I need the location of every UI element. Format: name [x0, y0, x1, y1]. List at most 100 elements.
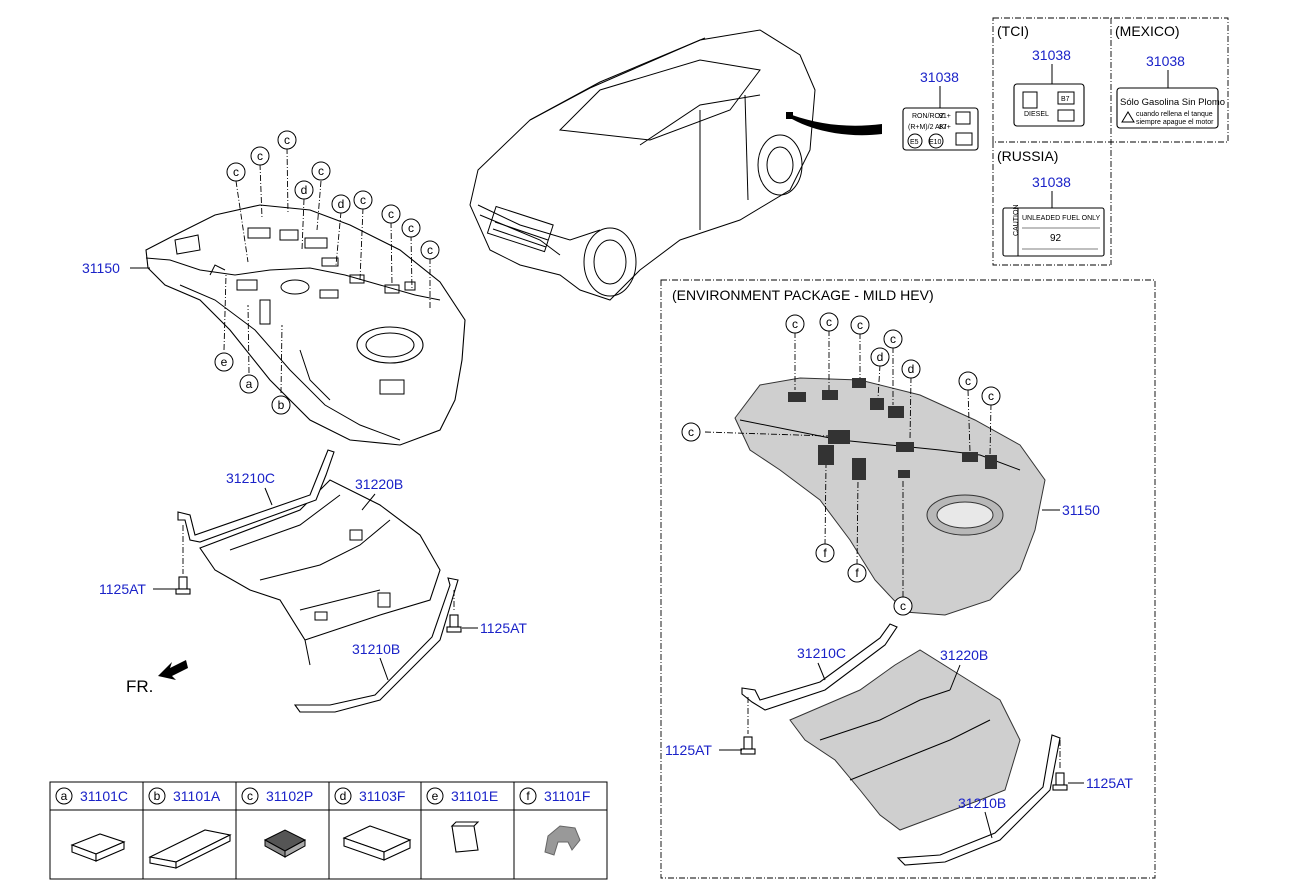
front-label: FR.	[126, 677, 153, 696]
svg-text:d: d	[908, 362, 915, 376]
part-number-31220b-hev[interactable]: 31220B	[940, 647, 988, 663]
part-number-31210b-hev[interactable]: 31210B	[958, 795, 1006, 811]
leader-arrow	[792, 115, 882, 136]
svg-text:E5: E5	[910, 139, 919, 146]
callout-c: c	[850, 315, 870, 335]
svg-text:c: c	[857, 318, 863, 332]
svg-text:d: d	[877, 350, 884, 364]
svg-text:c: c	[826, 315, 832, 329]
env-package-section: (ENVIRONMENT PACKAGE - MILD HEV) 31150	[660, 279, 1156, 879]
svg-text:f: f	[526, 789, 530, 803]
svg-text:cuando rellena el tanque: cuando rellena el tanque	[1136, 111, 1213, 118]
band-31210c-main	[177, 449, 335, 543]
svg-text:c: c	[688, 425, 694, 439]
callout-c: c	[311, 161, 331, 181]
svg-text:87+: 87+	[939, 124, 951, 131]
svg-text:c: c	[360, 193, 366, 207]
mexico-label: (MEXICO)	[1115, 23, 1180, 39]
arrow-icon	[158, 660, 188, 680]
callout-c: c	[277, 130, 297, 150]
vehicle-illustration	[469, 29, 882, 301]
svg-text:c: c	[890, 332, 896, 346]
legend-item-a: a 31101C	[55, 787, 128, 805]
protector-main	[199, 479, 441, 666]
front-direction-indicator: FR.	[126, 660, 188, 696]
svg-text:Sólo Gasolina Sin Plomo: Sólo Gasolina Sin Plomo	[1120, 97, 1225, 108]
legend-shape-a	[70, 833, 126, 862]
fuel-label-main: 31038 RON/ROZ 91+ (R+M)/2 AKI 87+ E5 E10	[902, 69, 979, 151]
part-number-1125at-main-left[interactable]: 1125AT	[99, 581, 146, 597]
legend-part-number[interactable]: 31101C	[80, 788, 128, 804]
svg-text:DIESEL: DIESEL	[1024, 111, 1049, 118]
part-number-31038-mexico[interactable]: 31038	[1146, 53, 1185, 69]
svg-text:RON/ROZ: RON/ROZ	[912, 113, 945, 120]
legend-part-number[interactable]: 31103F	[359, 788, 405, 804]
part-number-1125at-hev-left[interactable]: 1125AT	[665, 742, 712, 758]
callout-c: c	[819, 312, 839, 332]
legend-part-number[interactable]: 31101F	[544, 788, 590, 804]
callout-c: c	[681, 422, 701, 442]
svg-text:e: e	[221, 355, 228, 369]
env-package-label: (ENVIRONMENT PACKAGE - MILD HEV)	[672, 287, 934, 303]
callout-c: c	[250, 146, 270, 166]
callout-d: d	[331, 194, 351, 214]
svg-text:f: f	[823, 546, 827, 560]
legend-item-e: e 31101E	[426, 787, 498, 805]
legend-part-number[interactable]: 31101A	[173, 788, 221, 804]
svg-text:b: b	[278, 398, 285, 412]
svg-text:(R+M)/2 AKI: (R+M)/2 AKI	[908, 124, 946, 131]
callout-c: c	[353, 190, 373, 210]
regional-labels-box: (TCI) (MEXICO) (RUSSIA) 31038 B7 DIESEL …	[992, 17, 1229, 266]
callout-d: d	[294, 180, 314, 200]
callout-c: c	[226, 162, 246, 182]
legend-part-number[interactable]: 31102P	[266, 788, 313, 804]
svg-text:92: 92	[1050, 233, 1062, 244]
fuel-door-icon	[786, 112, 793, 119]
part-number-31038-tci[interactable]: 31038	[1032, 47, 1071, 63]
legend-shape-c	[263, 829, 307, 858]
svg-text:b: b	[154, 789, 161, 803]
callout-a: a	[239, 374, 259, 394]
part-number-1125at-main-right[interactable]: 1125AT	[480, 620, 527, 636]
callout-c: c	[893, 596, 913, 616]
svg-text:UNLEADED FUEL ONLY: UNLEADED FUEL ONLY	[1022, 215, 1101, 222]
bolt-main-left	[175, 525, 191, 595]
part-number-31210b-main[interactable]: 31210B	[352, 641, 400, 657]
svg-text:a: a	[61, 789, 68, 803]
part-number-31150-hev[interactable]: 31150	[1062, 502, 1100, 518]
svg-text:c: c	[388, 207, 394, 221]
callout-e: e	[214, 352, 234, 372]
callout-d: d	[870, 347, 890, 367]
part-labels-main: 31150 31210C 31220B 1125AT 1125AT 31210B	[82, 260, 527, 681]
part-number-31038-russia[interactable]: 31038	[1032, 174, 1071, 190]
part-number-31210c-main[interactable]: 31210C	[226, 470, 275, 486]
part-number-31150-main[interactable]: 31150	[82, 260, 120, 276]
callout-c: c	[401, 218, 421, 238]
callout-d: d	[901, 359, 921, 379]
svg-text:c: c	[257, 149, 263, 163]
part-number-31038-main[interactable]: 31038	[920, 69, 959, 85]
callout-c: c	[420, 240, 440, 260]
svg-text:B7: B7	[1061, 96, 1070, 103]
legend-shape-d	[342, 825, 412, 861]
part-number-31220b-main[interactable]: 31220B	[355, 476, 403, 492]
svg-text:e: e	[432, 789, 439, 803]
svg-text:c: c	[408, 221, 414, 235]
svg-text:c: c	[965, 374, 971, 388]
bolt-main-right	[446, 590, 462, 633]
callout-f: f	[815, 543, 835, 563]
svg-text:siempre apague el motor: siempre apague el motor	[1136, 119, 1214, 126]
part-number-31210c-hev[interactable]: 31210C	[797, 645, 846, 661]
part-number-1125at-hev-right[interactable]: 1125AT	[1086, 775, 1133, 791]
svg-text:c: c	[233, 165, 239, 179]
legend-part-number[interactable]: 31101E	[451, 788, 498, 804]
svg-text:d: d	[301, 183, 308, 197]
svg-text:c: c	[247, 789, 253, 803]
svg-text:c: c	[318, 164, 324, 178]
legend-item-c: c 31102P	[241, 787, 313, 805]
legend-item-f: f 31101F	[519, 787, 590, 805]
fuel-tank-main	[145, 204, 466, 446]
